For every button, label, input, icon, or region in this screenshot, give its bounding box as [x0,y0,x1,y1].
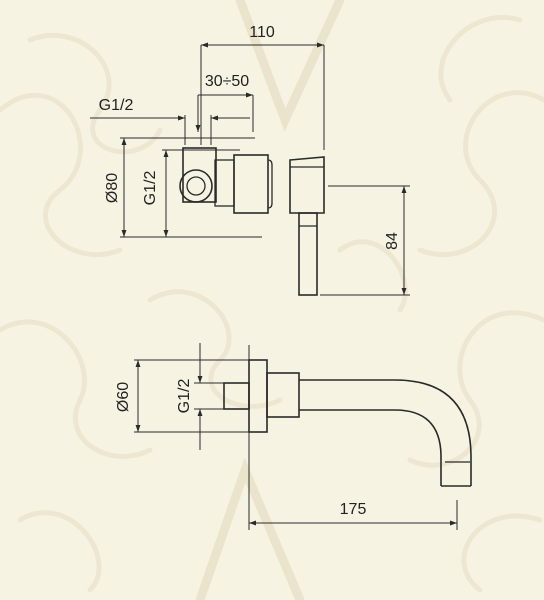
lever-housing [289,156,325,214]
label-spout-reach: 175 [340,501,367,518]
side-connector-outer [179,169,213,203]
spout-lower-edge [299,409,442,486]
label-body-diameter: Ø80 [104,173,121,203]
label-lever-height: 84 [384,232,401,250]
lever-handle [298,212,318,296]
top-view: 110 30÷50 G1/2 Ø80 G1/2 84 [90,24,410,296]
mixer-body [233,154,269,214]
wall-plate [248,359,268,433]
label-thread: G1/2 [176,379,193,414]
body-neck [214,159,235,207]
body-rim [267,159,273,209]
label-overall-width: 110 [249,24,275,41]
label-thread-top: G1/2 [99,97,134,114]
side-connector-inner [186,176,206,196]
label-plate-diameter: Ø60 [115,382,132,412]
spout-base [266,372,300,418]
label-thread-side: G1/2 [142,171,159,206]
label-adjust-range: 30÷50 [205,73,249,90]
spout-upper-edge [299,379,472,486]
bottom-view: Ø60 G1/2 175 [115,343,472,530]
